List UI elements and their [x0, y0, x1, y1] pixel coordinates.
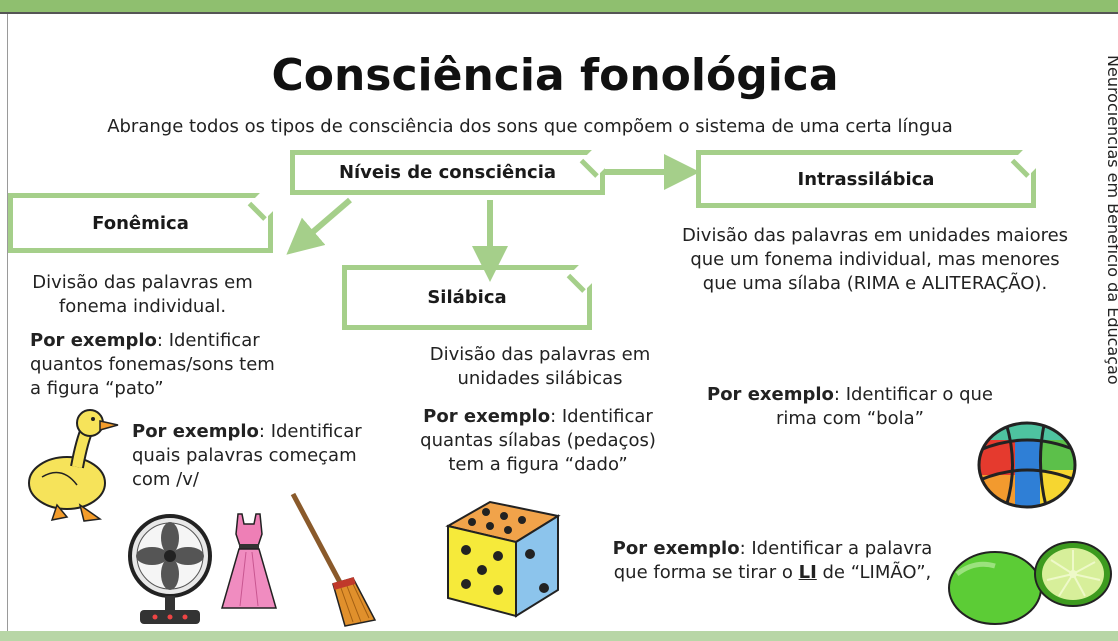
fan-icon [128, 514, 212, 624]
li-highlight: LI [798, 562, 817, 583]
broom-icon [290, 492, 377, 627]
bottom-accent-bar [0, 631, 1118, 641]
example-label: Por exemplo [132, 421, 259, 442]
ball-icon [977, 421, 1077, 509]
box-fonemica-label: Fonêmica [92, 212, 189, 234]
lime-icon [948, 541, 1112, 625]
silabica-example: Por exemplo: Identificar quantas sílabas… [408, 405, 668, 477]
example-text-pre: : Identificar a palavra que forma se tir… [613, 538, 933, 583]
dress-icon [221, 513, 277, 609]
box-fonemica: Fonêmica [8, 193, 273, 253]
example-text: : Identificar quantas sílabas (pedaços) … [420, 406, 656, 475]
left-border [7, 14, 8, 641]
example-label: Por exemplo [707, 384, 834, 405]
box-silabica: Silábica [342, 265, 592, 330]
example-label: Por exemplo [612, 538, 740, 559]
fonemica-example-1: Por exemplo: Identificar quantos fonemas… [30, 329, 275, 401]
intrassilabica-example-2: Por exemplo: Identificar a palavra que f… [600, 537, 945, 585]
example-label: Por exemplo [30, 330, 157, 351]
box-niveis: Níveis de consciência [290, 150, 605, 195]
arrow-to-fonemica [286, 197, 352, 255]
duck-icon [28, 409, 119, 522]
fonemica-example-2: Por exemplo: Identificar quais palavras … [132, 420, 372, 492]
example-text: : Identificar o que rima com “bola” [776, 384, 993, 429]
page-subtitle: Abrange todos os tipos de consciência do… [107, 116, 953, 137]
dice-icon [445, 500, 561, 618]
top-accent-bar [0, 0, 1118, 12]
box-niveis-label: Níveis de consciência [338, 162, 557, 183]
intrassilabica-example-1: Por exemplo: Identificar o que rima com … [690, 383, 1010, 431]
fonemica-description: Divisão das palavras em fonema individua… [32, 272, 253, 317]
example-text: : Identificar quais palavras começam com… [132, 421, 362, 490]
example-text: : Identificar quantos fonemas/sons tem a… [30, 330, 275, 399]
side-credit: Neurociências em Benefício da Educação [1104, 55, 1118, 385]
example-text-post: de “LIMÃO”, [816, 562, 932, 583]
box-intrassilabica-label: Intrassilábica [797, 168, 935, 190]
example-label: Por exemplo [423, 406, 551, 427]
silabica-description: Divisão das palavras em unidades silábic… [429, 344, 651, 389]
box-silabica-label: Silábica [427, 287, 507, 308]
page-title: Consciência fonológica [271, 50, 839, 101]
intrassilabica-description: Divisão das palavras em unidades maiores… [681, 225, 1069, 294]
box-intrassilabica: Intrassilábica [696, 150, 1036, 208]
top-divider [0, 12, 1118, 14]
